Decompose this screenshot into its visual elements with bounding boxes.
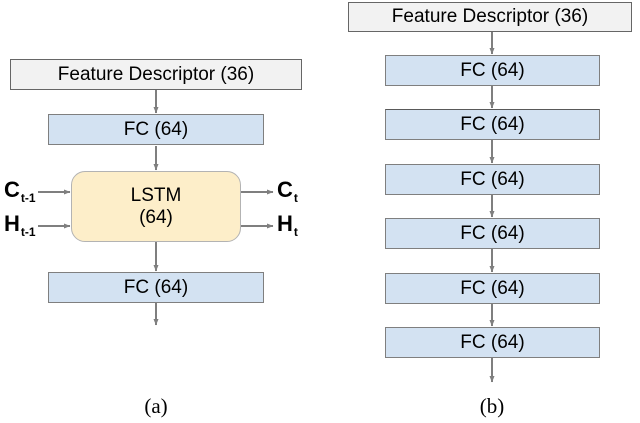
panel-b-fc-block-3: FC (64) <box>385 164 600 195</box>
cell-state-symbol: C <box>4 177 20 202</box>
hidden-state-symbol: H <box>4 211 20 236</box>
panel-b-fc-block-5: FC (64) <box>385 273 600 304</box>
panel-a-fc-bottom-block: FC (64) <box>48 272 264 303</box>
panel-a-lstm-block: LSTM (64) <box>71 171 241 242</box>
panel-b-fc-block-1: FC (64) <box>385 55 600 86</box>
hidden-state-out-subscript: t <box>293 225 298 239</box>
panel-b-fc-block-2: FC (64) <box>385 109 600 140</box>
lstm-label-line1: LSTM <box>130 185 182 207</box>
lstm-label-line2: (64) <box>139 206 173 228</box>
panel-a-feature-descriptor-block: Feature Descriptor (36) <box>10 59 302 90</box>
panel-b-fc-block-4: FC (64) <box>385 218 600 249</box>
panel-b-feature-descriptor-block: Feature Descriptor (36) <box>348 2 632 32</box>
panel-a-fc-top-block: FC (64) <box>48 114 264 145</box>
hidden-state-subscript: t-1 <box>20 225 36 239</box>
hidden-state-out-symbol: H <box>277 211 293 236</box>
lstm-input-hidden-state-label: Ht-1 <box>4 211 36 239</box>
lstm-input-cell-state-label: Ct-1 <box>4 177 36 205</box>
panel-b-fc-block-6: FC (64) <box>385 327 600 358</box>
cell-state-out-subscript: t <box>293 191 298 205</box>
panel-a-caption: (a) <box>144 394 168 418</box>
cell-state-subscript: t-1 <box>20 191 36 205</box>
lstm-output-hidden-state-label: Ht <box>277 211 298 239</box>
panel-b-caption: (b) <box>479 394 505 418</box>
lstm-output-cell-state-label: Ct <box>277 177 298 205</box>
cell-state-out-symbol: C <box>277 177 293 202</box>
